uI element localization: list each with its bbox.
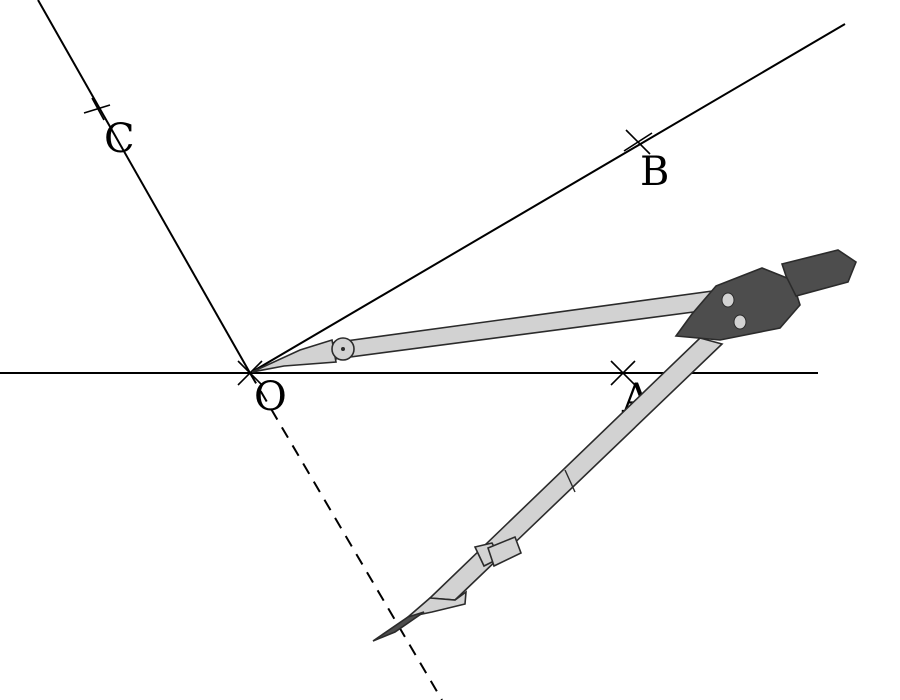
compass-pencil-lead	[372, 611, 425, 642]
compass-icon	[251, 249, 857, 642]
dashed-extension-line	[249, 372, 443, 700]
label-o: O	[254, 374, 287, 420]
compass-needle-tip	[251, 338, 337, 373]
tick-mark-o	[237, 360, 263, 386]
ray-oc	[37, 0, 251, 374]
label-c: C	[104, 116, 135, 162]
ray-ob	[249, 23, 846, 374]
compass-head	[674, 267, 801, 341]
tick-mark-b	[623, 129, 653, 155]
compass-needle-arm	[330, 289, 725, 360]
compass-handle	[780, 249, 857, 297]
tick-mark-c	[83, 97, 111, 121]
label-b: B	[640, 149, 669, 195]
compass-pencil-arm	[428, 337, 724, 601]
tick-mark-a	[610, 360, 636, 386]
